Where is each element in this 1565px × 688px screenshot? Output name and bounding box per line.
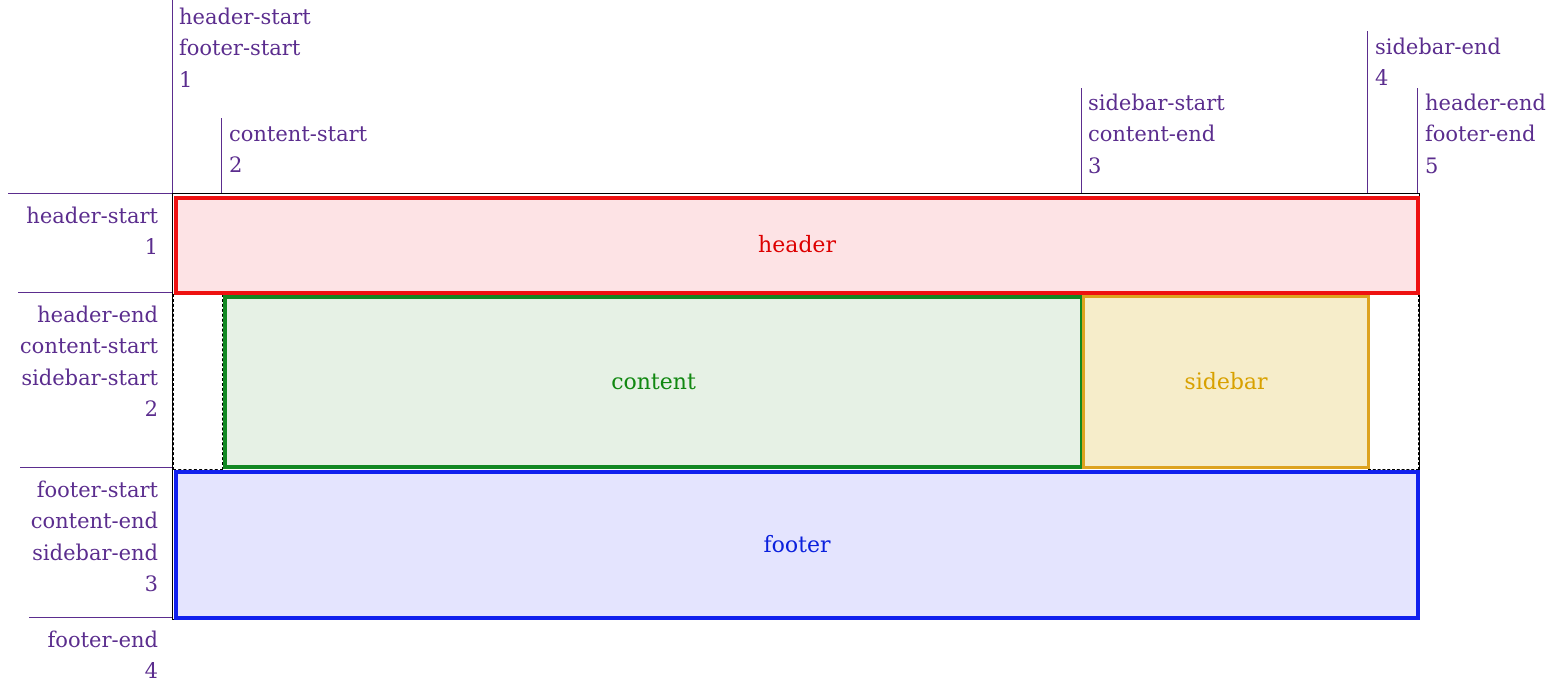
row-line-1-guide [8, 193, 172, 194]
row-line-name: header-start [26, 204, 158, 228]
column-line-name: footer-start [179, 36, 301, 61]
row-line-name: sidebar-start [21, 365, 158, 390]
column-line-name: sidebar-end [1375, 35, 1501, 59]
empty-cell-left [173, 294, 223, 470]
row-line-name: sidebar-end [32, 540, 158, 565]
row-line-4-label: footer-end 4 [48, 625, 158, 688]
row-line-name: content-start [19, 334, 158, 359]
column-line-name: sidebar-start [1088, 91, 1225, 115]
sidebar-area-label: sidebar [1184, 369, 1268, 395]
header-area-label: header [758, 233, 836, 258]
column-line-name: content-end [1088, 122, 1216, 147]
column-line-2-label: content-start 2 [229, 119, 367, 182]
row-line-name: header-end [37, 303, 158, 327]
column-line-number: 3 [1088, 153, 1102, 178]
column-line-4-label: sidebar-end 4 [1375, 32, 1501, 95]
row-line-name: footer-start [36, 478, 158, 502]
column-line-name: header-start [179, 5, 311, 29]
row-line-name: content-end [30, 509, 158, 534]
sidebar-area: sidebar [1082, 295, 1370, 469]
header-area: header [174, 196, 1420, 295]
footer-area-label: footer [763, 532, 831, 558]
column-line-name: content-start [229, 122, 368, 146]
row-line-number: 1 [144, 235, 158, 260]
empty-cell-right [1368, 294, 1419, 470]
column-line-name: footer-end [1425, 122, 1536, 147]
content-area: content [223, 295, 1084, 469]
column-line-number: 1 [179, 67, 193, 92]
row-line-2-label: header-end content-start sidebar-start 2 [20, 300, 158, 425]
content-area-label: content [611, 369, 696, 395]
row-line-number: 2 [144, 396, 158, 421]
footer-area: footer [174, 470, 1420, 620]
row-line-2-guide [18, 292, 172, 293]
column-line-5-label: header-end footer-end 5 [1425, 88, 1546, 182]
column-line-2-guide [221, 118, 222, 193]
column-line-3-guide [1081, 88, 1082, 193]
column-line-1-guide [172, 0, 173, 193]
row-line-number: 4 [144, 659, 158, 684]
row-line-1-label: header-start 1 [26, 201, 158, 264]
row-line-number: 3 [144, 571, 158, 596]
row-line-3-label: footer-start content-end sidebar-end 3 [31, 475, 158, 600]
column-line-number: 2 [229, 153, 243, 178]
column-line-name: header-end [1425, 91, 1546, 115]
column-line-3-label: sidebar-start content-end 3 [1088, 88, 1225, 182]
column-line-4-guide [1367, 31, 1368, 193]
row-line-3-guide [20, 467, 172, 468]
column-line-number: 5 [1425, 153, 1439, 178]
column-line-1-label: header-start footer-start 1 [179, 2, 311, 96]
column-line-number: 4 [1375, 66, 1389, 91]
row-line-name: footer-end [47, 628, 158, 652]
column-line-5-guide [1417, 88, 1418, 193]
row-line-4-guide [29, 617, 172, 618]
